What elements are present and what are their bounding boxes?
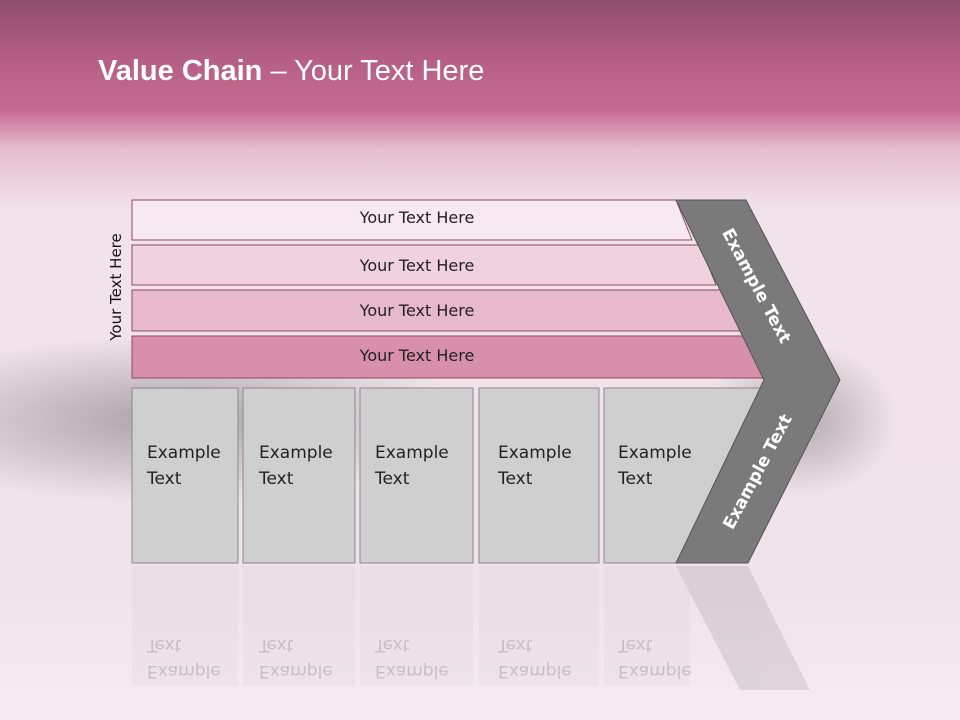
row-1-label: Your Text Here <box>359 208 475 227</box>
chevron-arrow[interactable] <box>675 199 841 564</box>
box-4[interactable] <box>478 387 600 564</box>
box-5-line1: Example <box>618 443 692 463</box>
row-4-label: Your Text Here <box>359 346 475 365</box>
box-2[interactable] <box>242 387 356 564</box>
box-3-line1: Example <box>375 443 449 463</box>
row-1[interactable] <box>131 199 693 241</box>
title-rest: – Your Text Here <box>262 55 485 87</box>
box-4-line2: Text <box>498 469 533 489</box>
row-2[interactable] <box>131 244 717 286</box>
box-4-line1: Example <box>498 443 572 463</box>
slide-title: Value Chain – Your Text Here <box>98 55 484 88</box>
box-2-line1: Example <box>259 443 333 463</box>
reflection <box>132 566 810 690</box>
row-3-label: Your Text Here <box>359 301 475 320</box>
box-1[interactable] <box>131 387 239 564</box>
box-1-line1: Example <box>147 443 221 463</box>
row-2-label: Your Text Here <box>359 256 475 275</box>
box-1-line2: Text <box>147 469 182 489</box>
box-3-line2: Text <box>375 469 410 489</box>
box-3[interactable] <box>359 387 474 564</box>
box-5-line2: Text <box>618 469 653 489</box>
box-2-line2: Text <box>259 469 294 489</box>
title-bold: Value Chain <box>98 55 263 87</box>
